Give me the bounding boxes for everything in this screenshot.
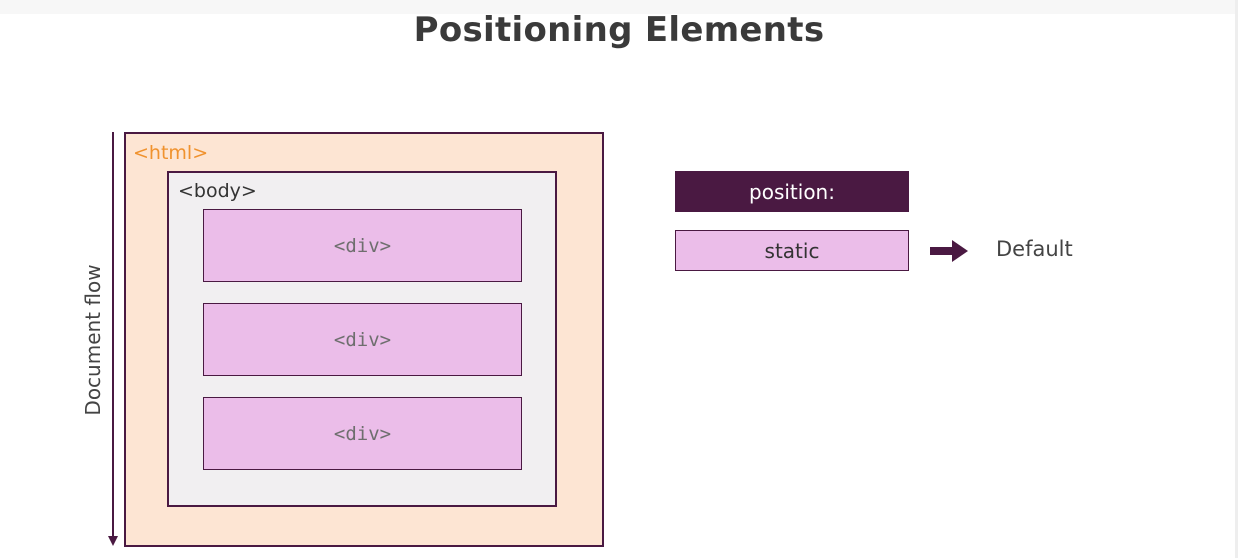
- div-box: <div>: [203, 303, 522, 376]
- page-title: Positioning Elements: [413, 10, 825, 50]
- right-arrow-icon: [930, 240, 968, 262]
- html-box: <html> <body> <div> <div> <div>: [124, 132, 604, 547]
- static-value-box: static: [675, 230, 909, 271]
- position-property-box: position:: [675, 171, 909, 212]
- top-band: [0, 0, 1238, 14]
- body-label: <body>: [178, 180, 257, 202]
- div-box: <div>: [203, 209, 522, 282]
- document-flow-label: Document flow: [81, 264, 105, 416]
- down-arrow-icon: [108, 132, 118, 546]
- div-box: <div>: [203, 397, 522, 470]
- default-label: Default: [996, 237, 1073, 261]
- html-label: <html>: [133, 142, 209, 164]
- body-box: <body> <div> <div> <div>: [167, 171, 557, 507]
- right-edge: [1235, 0, 1238, 558]
